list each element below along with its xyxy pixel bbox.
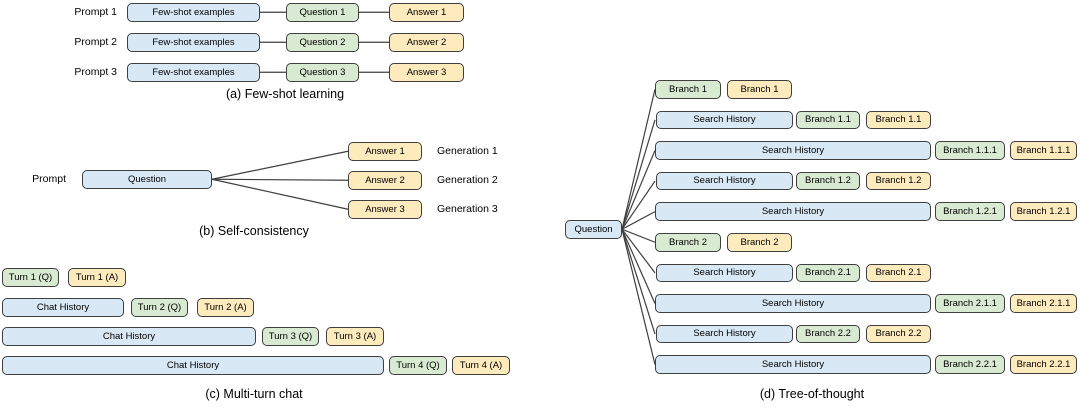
a-answer-box: Answer 3 xyxy=(389,63,464,82)
d-root-question-box: Question xyxy=(565,220,622,239)
connector-line xyxy=(621,228,656,243)
d-search-history-box: Search History xyxy=(655,294,931,313)
c-turn-answer-box: Turn 4 (A) xyxy=(452,356,510,375)
d-branch-question-box: Branch 1.1.1 xyxy=(935,141,1005,160)
b-generation-label: Generation 2 xyxy=(437,174,498,186)
d-branch-question-box: Branch 2 xyxy=(655,233,721,252)
d-search-history-box: Search History xyxy=(656,110,793,130)
connector-line xyxy=(211,178,349,210)
connector-line xyxy=(621,180,656,230)
d-branch-answer-box: Branch 1 xyxy=(727,80,792,99)
d-branch-answer-box: Branch 2.1.1 xyxy=(1010,294,1077,313)
d-branch-question-box: Branch 1.2.1 xyxy=(935,202,1005,221)
d-branch-answer-box: Branch 2.2 xyxy=(866,324,931,344)
a-answer-box: Answer 2 xyxy=(389,33,464,52)
d-branch-question-box: Branch 1.1 xyxy=(796,110,860,130)
connector-line xyxy=(621,119,656,230)
d-branch-answer-box: Branch 2 xyxy=(727,233,792,252)
d-branch-answer-box: Branch 2.1 xyxy=(866,263,931,283)
caption-tree-of-thought: (d) Tree-of-thought xyxy=(759,387,865,401)
d-search-history-box: Search History xyxy=(655,141,931,160)
connector-line xyxy=(621,228,656,274)
d-search-history-box: Search History xyxy=(656,324,793,344)
b-answer-box: Answer 1 xyxy=(348,142,422,161)
a-few-shot-examples-box: Few-shot examples xyxy=(127,63,260,82)
a-few-shot-examples-box: Few-shot examples xyxy=(127,3,260,22)
c-turn-answer-box: Turn 1 (A) xyxy=(68,268,126,287)
caption-multi-turn-chat: (c) Multi-turn chat xyxy=(205,387,303,401)
b-prompt-label: Prompt xyxy=(32,173,66,185)
d-branch-answer-box: Branch 1.1.1 xyxy=(1010,141,1077,160)
b-answer-box: Answer 3 xyxy=(348,200,422,219)
connector-line xyxy=(621,229,656,365)
connector-line xyxy=(621,211,656,230)
a-prompt-label: Prompt 1 xyxy=(74,6,117,18)
a-prompt-label: Prompt 3 xyxy=(74,66,117,78)
d-search-history-box: Search History xyxy=(656,263,793,283)
d-branch-question-box: Branch 2.1 xyxy=(796,263,860,283)
c-turn-answer-box: Turn 2 (A) xyxy=(197,298,254,317)
d-branch-answer-box: Branch 1.1 xyxy=(866,110,931,130)
d-search-history-box: Search History xyxy=(655,355,931,374)
d-branch-question-box: Branch 2.1.1 xyxy=(935,294,1005,313)
c-turn-answer-box: Turn 3 (A) xyxy=(326,327,384,346)
connector-line xyxy=(621,150,656,230)
d-branch-question-box: Branch 2.2.1 xyxy=(935,355,1005,374)
connector-line xyxy=(211,150,349,180)
d-branch-question-box: Branch 1.2 xyxy=(796,171,860,191)
d-search-history-box: Search History xyxy=(656,171,793,191)
a-question-box: Question 2 xyxy=(286,33,359,52)
a-answer-box: Answer 1 xyxy=(389,3,464,22)
c-turn-question-box: Turn 2 (Q) xyxy=(131,298,188,317)
c-turn-question-box: Turn 3 (Q) xyxy=(262,327,319,346)
d-branch-question-box: Branch 1 xyxy=(655,80,721,99)
a-few-shot-examples-box: Few-shot examples xyxy=(127,33,260,52)
connector-line xyxy=(211,178,349,181)
c-turn-question-box: Turn 1 (Q) xyxy=(2,268,59,287)
d-branch-answer-box: Branch 1.2.1 xyxy=(1010,202,1077,221)
caption-few-shot-learning: (a) Few-shot learning xyxy=(225,87,345,101)
connector-line xyxy=(621,89,656,230)
c-turn-question-box: Turn 4 (Q) xyxy=(389,356,447,375)
caption-self-consistency: (b) Self-consistency xyxy=(199,224,309,238)
connector-line xyxy=(621,229,656,304)
c-chat-history-box: Chat History xyxy=(2,356,384,375)
d-branch-question-box: Branch 2.2 xyxy=(796,324,860,344)
b-generation-label: Generation 3 xyxy=(437,203,498,215)
b-question-box: Question xyxy=(82,170,212,189)
c-chat-history-box: Chat History xyxy=(2,298,124,317)
c-chat-history-box: Chat History xyxy=(2,327,256,346)
b-answer-box: Answer 2 xyxy=(348,171,422,190)
a-prompt-label: Prompt 2 xyxy=(74,36,117,48)
b-generation-label: Generation 1 xyxy=(437,145,498,157)
a-question-box: Question 1 xyxy=(286,3,359,22)
d-branch-answer-box: Branch 2.2.1 xyxy=(1010,355,1077,374)
d-branch-answer-box: Branch 1.2 xyxy=(866,171,931,191)
connector-line xyxy=(621,229,656,335)
d-search-history-box: Search History xyxy=(655,202,931,221)
a-question-box: Question 3 xyxy=(286,63,359,82)
